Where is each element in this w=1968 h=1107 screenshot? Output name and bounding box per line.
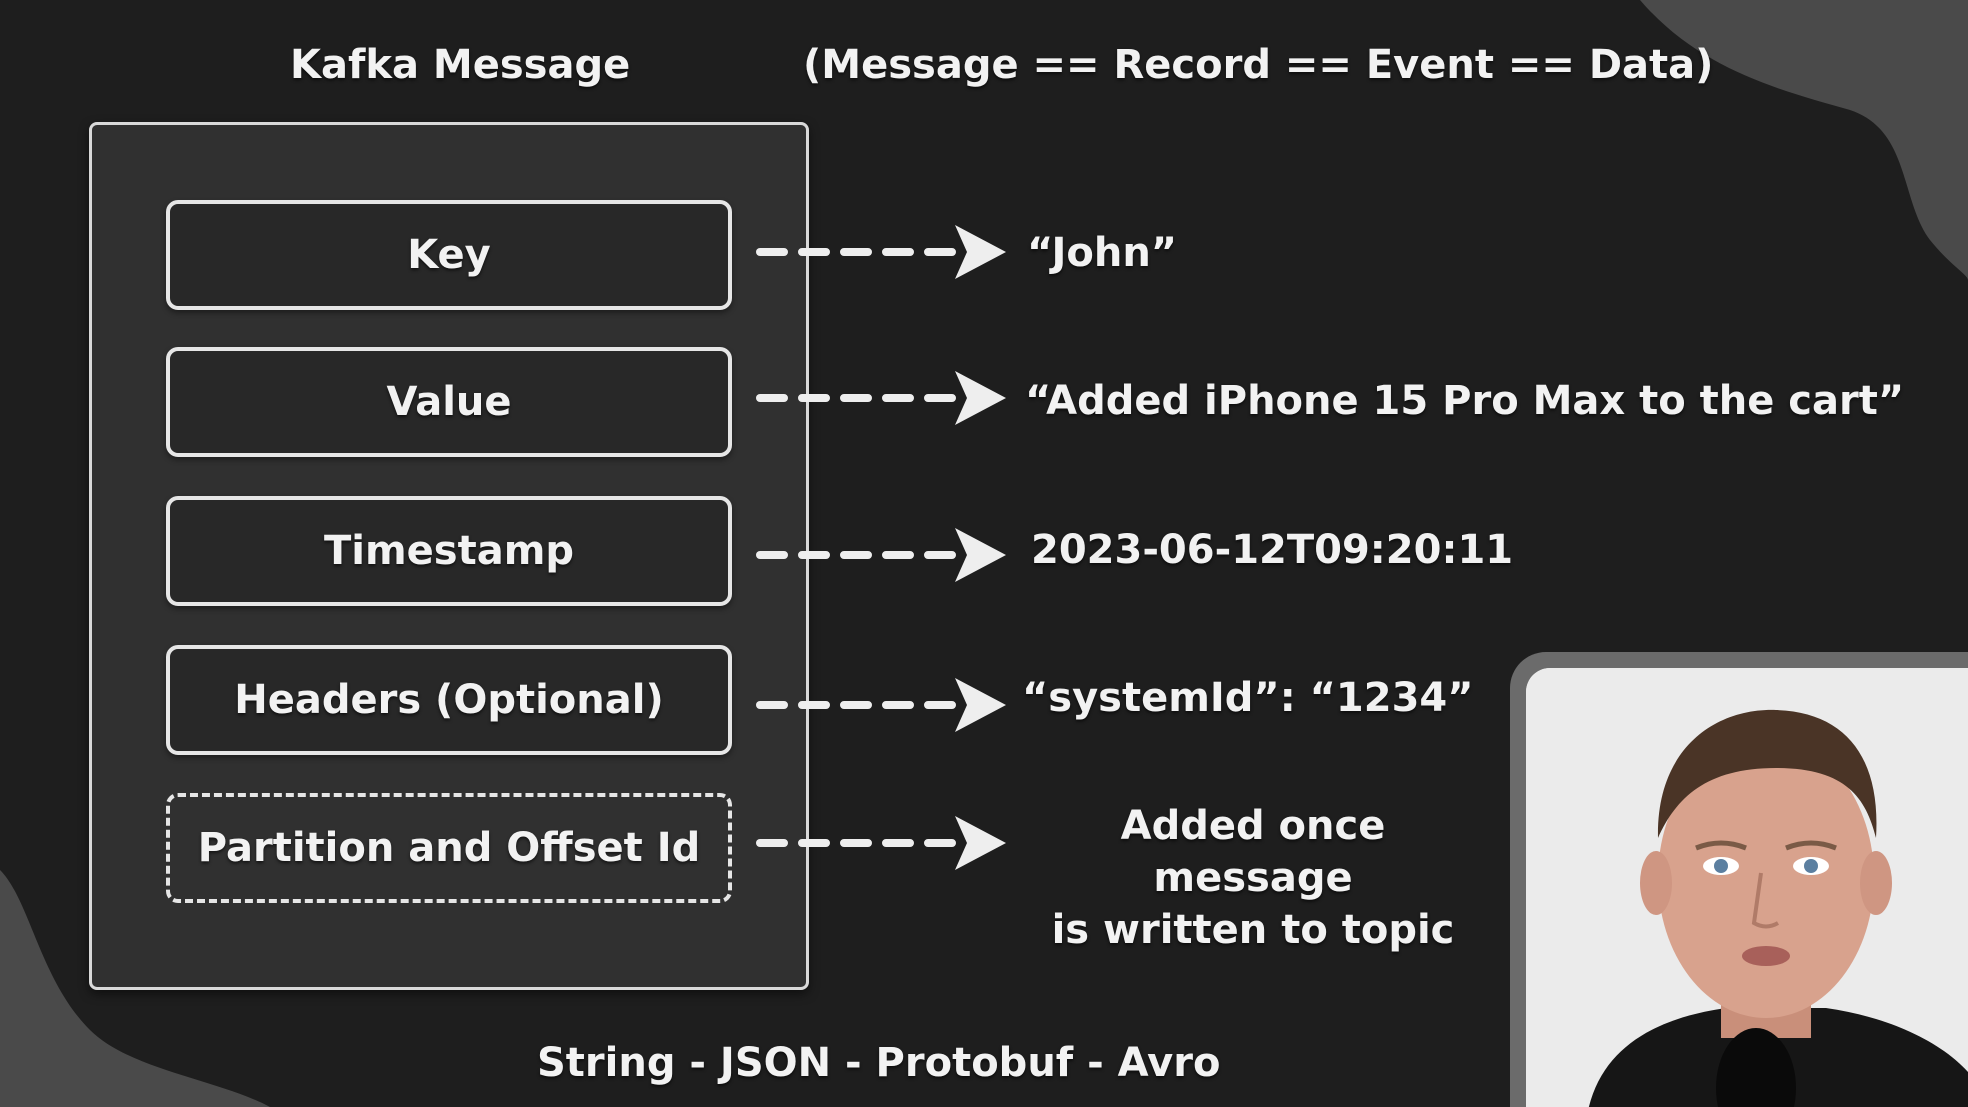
corner-blob-top-right	[1640, 0, 1968, 280]
field-headers: Headers (Optional)	[166, 645, 732, 755]
presenter-webcam	[1510, 652, 1968, 1107]
serialization-formats: String - JSON - Protobuf - Avro	[537, 1040, 1221, 1086]
presenter-image	[1526, 668, 1968, 1107]
example-timestamp: 2023-06-12T09:20:11	[1031, 527, 1514, 573]
field-partition-offset: Partition and Offset Id	[166, 793, 732, 903]
example-headers: “systemId”: “1234”	[1022, 675, 1474, 721]
example-partition-offset: Added once message is written to topic	[1018, 800, 1488, 956]
example-partition-line-1: Added once message	[1120, 803, 1386, 901]
example-key: “John”	[1027, 230, 1178, 276]
example-value: “Added iPhone 15 Pro Max to the cart”	[1025, 378, 1905, 424]
field-key: Key	[166, 200, 732, 310]
presenter-video	[1526, 668, 1968, 1107]
diagram-title: Kafka Message	[290, 42, 631, 88]
field-value: Value	[166, 347, 732, 457]
field-timestamp: Timestamp	[166, 496, 732, 606]
equivalence-note: (Message == Record == Event == Data)	[803, 42, 1714, 88]
corner-blob-bottom-left	[0, 870, 270, 1107]
example-partition-line-2: is written to topic	[1051, 907, 1455, 953]
